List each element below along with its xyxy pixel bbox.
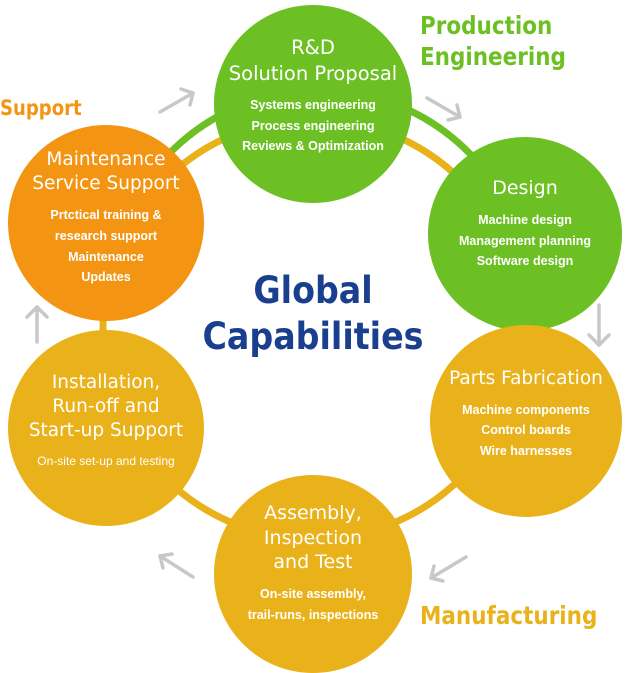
node-title: Design [492, 176, 558, 201]
node-item: trail-runs, inspections [247, 607, 379, 622]
node-items: Systems engineering Process engineering … [242, 95, 384, 157]
node-title-line: Solution Proposal [228, 61, 398, 85]
node-item: Control boards [481, 423, 571, 438]
node-title: R&D Solution Proposal [229, 35, 397, 86]
node-item: Updates [81, 270, 131, 285]
arrow-parts-to-assembly-icon [429, 555, 468, 583]
node-item: Maintenance [68, 249, 144, 264]
phase-production-label: Production Engineering [420, 10, 566, 73]
arrow-design-to-parts-icon [587, 303, 611, 347]
center-title: Global Capabilities [192, 268, 435, 361]
node-title-line: Inspection [263, 526, 363, 549]
node-title: Parts Fabrication [449, 367, 603, 391]
node-title-line: Installation, [51, 371, 161, 393]
center-title-line1: Global [253, 269, 373, 312]
arrow-support-to-rd-icon [158, 87, 195, 114]
node-item: On-site assembly, [259, 586, 367, 601]
node-item: Systems engineering [250, 97, 376, 112]
node-title-line: Parts Fabrication [449, 367, 603, 389]
node-title-line: Service Support [32, 173, 180, 195]
node-items: On-site assembly, trail-runs, inspection… [248, 584, 379, 625]
node-items: Machine components Control boards Wire h… [462, 400, 590, 462]
node-item: Reviews & Optimization [242, 139, 384, 154]
node-item: Management planning [459, 233, 591, 248]
node-title: Assembly, Inspection and Test [264, 501, 362, 575]
node-item: Machine design [478, 212, 572, 227]
arrow-install-to-maint-icon [25, 305, 49, 344]
phase-production-line2: Engineering [420, 42, 566, 72]
node-item: Machine components [462, 402, 590, 417]
node-item: research support [54, 228, 158, 243]
node-title-line: Start-up Support [28, 419, 184, 441]
center-title-line2: Capabilities [202, 315, 424, 359]
node-item: On-site set-up and testing [37, 453, 175, 468]
node-title: Installation, Run-off and Start-up Suppo… [29, 371, 183, 443]
node-design: Design Machine design Management plannin… [428, 137, 622, 331]
node-item: Wire harnesses [479, 443, 573, 458]
node-maintenance-service-support: Maintenance Service Support Prtctical tr… [8, 125, 204, 321]
node-rd-solution-proposal: R&D Solution Proposal Systems engineerin… [214, 5, 412, 203]
phase-manufacturing-label: Manufacturing [420, 601, 598, 630]
phase-production-line1: Production [420, 11, 553, 40]
node-items: On-site set-up and testing [37, 452, 174, 472]
node-title-line: R&D [291, 36, 335, 60]
node-title-line: Run-off and [52, 395, 160, 417]
node-title: Maintenance Service Support [32, 148, 179, 196]
node-parts-fabrication: Parts Fabrication Machine components Con… [430, 325, 622, 517]
node-item: Software design [476, 254, 574, 269]
node-installation-startup-support: Installation, Run-off and Start-up Suppo… [8, 330, 204, 526]
arrow-rd-to-design-icon [425, 96, 462, 122]
node-items: Machine design Management planning Softw… [459, 210, 591, 272]
arrow-assembly-to-install-icon [158, 552, 195, 579]
node-title-line: Assembly, [264, 501, 362, 524]
node-item: Prtctical training & [50, 208, 162, 223]
node-title-line: and Test [273, 551, 353, 574]
node-title-line: Design [492, 177, 558, 200]
node-assembly-inspection-test: Assembly, Inspection and Test On-site as… [214, 475, 412, 673]
node-item: Process engineering [251, 118, 375, 133]
node-title-line: Maintenance [46, 149, 166, 171]
capabilities-diagram: Production Engineering Support Manufactu… [0, 5, 622, 673]
node-items: Prtctical training & research support Ma… [50, 205, 161, 288]
phase-support-label: Support [0, 96, 82, 120]
